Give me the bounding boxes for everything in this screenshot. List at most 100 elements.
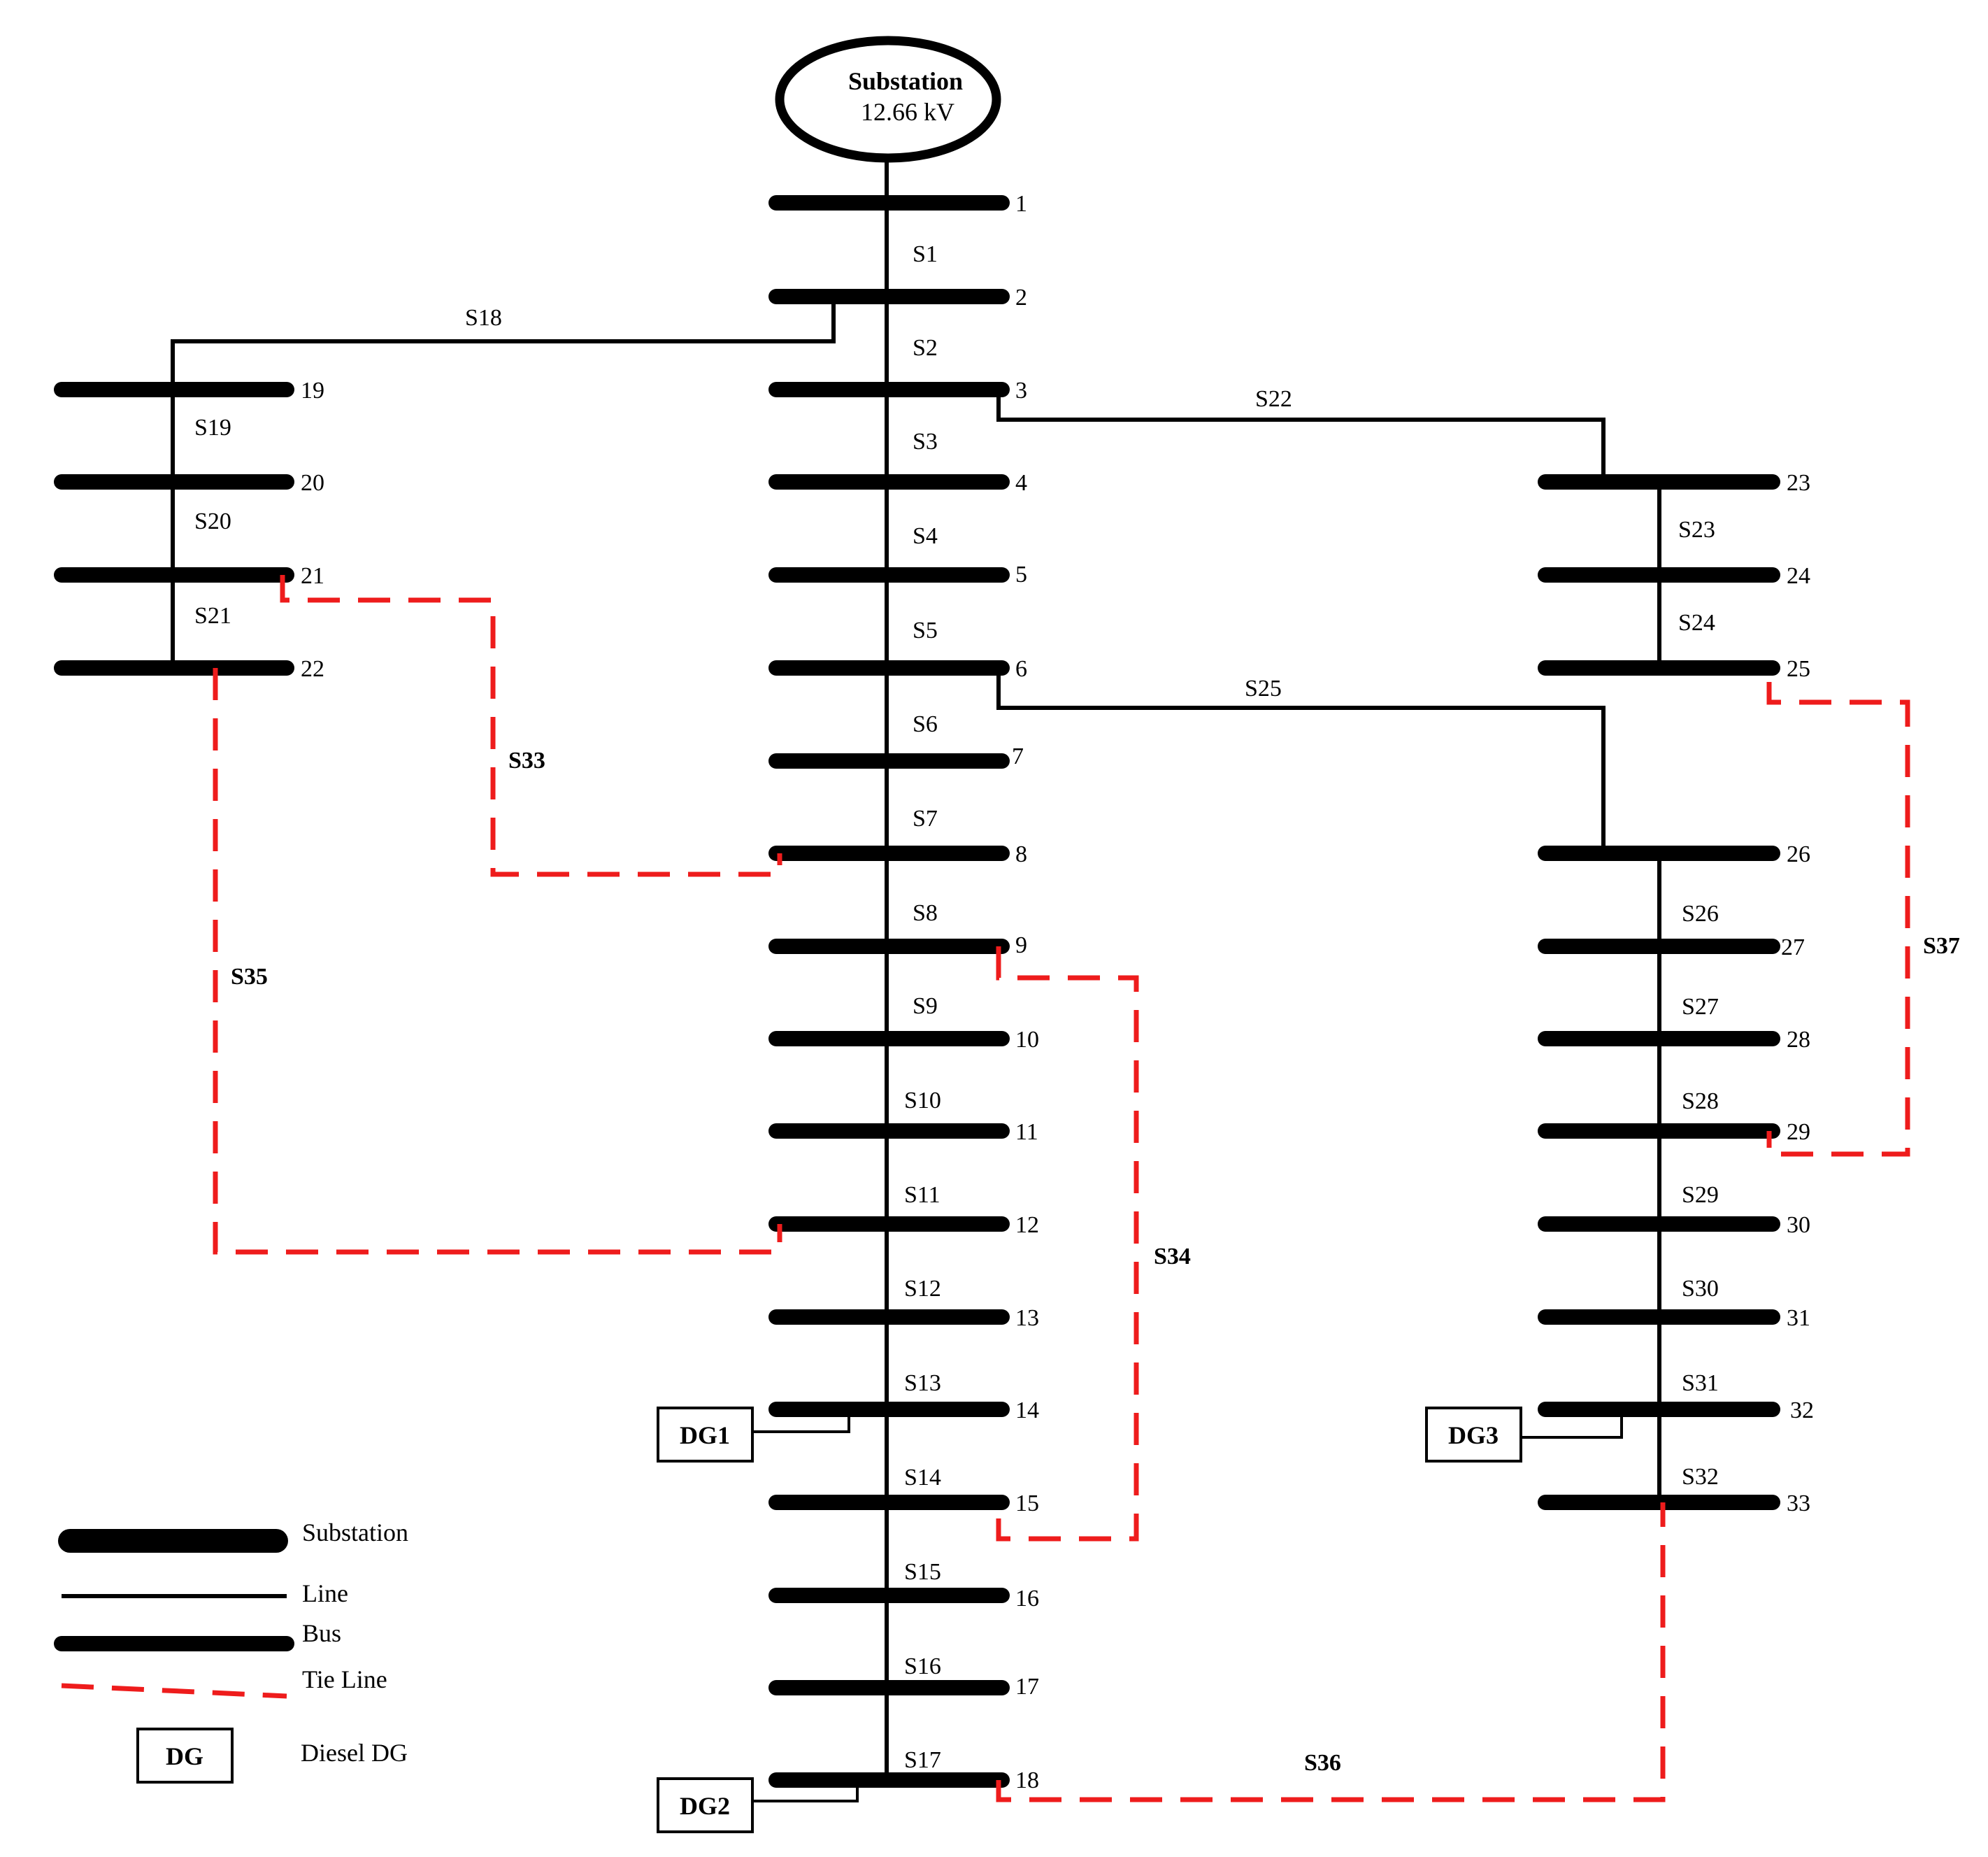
dg3-box bbox=[1425, 1407, 1522, 1463]
tie-line-s35 bbox=[213, 668, 782, 1255]
line-s18 bbox=[171, 297, 836, 388]
bus-number: 3 bbox=[1015, 378, 1027, 404]
dg1-box bbox=[657, 1407, 754, 1463]
dg2-label: DG2 bbox=[680, 1792, 730, 1820]
switch-label: S13 bbox=[904, 1370, 941, 1396]
switch-label: S31 bbox=[1682, 1370, 1719, 1396]
dg1-connection bbox=[752, 1409, 850, 1433]
switch-label: S20 bbox=[194, 508, 231, 534]
bus-number: 25 bbox=[1787, 656, 1810, 682]
bus-number: 16 bbox=[1015, 1586, 1039, 1611]
bus-number: 10 bbox=[1015, 1027, 1039, 1053]
substation-voltage: 12.66 kV bbox=[861, 98, 954, 126]
bus-numbers: 1 2 3 4 5 6 7 8 9 10 11 12 13 14 15 16 1… bbox=[301, 191, 1814, 1793]
bus-number: 26 bbox=[1787, 841, 1810, 867]
switch-label: S14 bbox=[904, 1465, 941, 1490]
switch-label: S3 bbox=[913, 429, 938, 455]
switch-label: S15 bbox=[904, 1559, 941, 1585]
bus-number: 33 bbox=[1787, 1490, 1810, 1516]
tie-switch-label: S34 bbox=[1154, 1244, 1191, 1269]
switch-label: S8 bbox=[913, 900, 938, 926]
switch-label: S19 bbox=[194, 415, 231, 441]
dg2-connection bbox=[752, 1780, 859, 1802]
dg2-box bbox=[657, 1777, 754, 1833]
legend-tie-line-label: Tie Line bbox=[302, 1665, 387, 1693]
bus-number: 5 bbox=[1015, 562, 1027, 588]
bus-number: 29 bbox=[1787, 1119, 1810, 1145]
legend: Substation Line Bus Tie Line DG Diesel D… bbox=[54, 1518, 408, 1784]
legend-dg-box bbox=[136, 1728, 234, 1784]
bus-number: 28 bbox=[1787, 1027, 1810, 1053]
bus-number: 2 bbox=[1015, 285, 1027, 311]
switch-label: S6 bbox=[913, 711, 938, 737]
tie-switch-label: S36 bbox=[1304, 1750, 1341, 1776]
legend-substation-label: Substation bbox=[302, 1518, 408, 1546]
legend-dg-box-label: DG bbox=[166, 1742, 203, 1770]
bus-bars bbox=[54, 195, 1780, 1788]
tie-switch-label: S37 bbox=[1923, 933, 1960, 959]
bus-number: 23 bbox=[1787, 470, 1810, 496]
dg3-label: DG3 bbox=[1448, 1421, 1499, 1449]
switch-label: S16 bbox=[904, 1653, 941, 1679]
switch-label: S2 bbox=[913, 335, 938, 361]
legend-bus-label: Bus bbox=[302, 1619, 341, 1647]
tie-line-s34 bbox=[996, 946, 1139, 1542]
bus-number: 14 bbox=[1015, 1397, 1039, 1423]
bus-number: 7 bbox=[1012, 743, 1024, 769]
bus-number: 9 bbox=[1015, 932, 1027, 958]
switch-label: S27 bbox=[1682, 994, 1719, 1020]
switch-label: S32 bbox=[1682, 1464, 1719, 1490]
substation-title: Substation bbox=[848, 67, 963, 95]
bus-number: 27 bbox=[1781, 934, 1805, 960]
substation-ellipse bbox=[775, 36, 1001, 163]
switch-label: S7 bbox=[913, 806, 938, 832]
tie-lines bbox=[213, 575, 1910, 1802]
bus-number: 4 bbox=[1015, 470, 1027, 496]
switch-label: S25 bbox=[1245, 676, 1282, 702]
line-s22 bbox=[996, 390, 1606, 481]
generators: DG1 DG2 DG3 bbox=[657, 1407, 1623, 1833]
bus-number: 22 bbox=[301, 656, 324, 682]
switch-label: S10 bbox=[904, 1088, 941, 1114]
bus-number: 1 bbox=[1015, 191, 1027, 217]
bus-number: 18 bbox=[1015, 1767, 1039, 1793]
bus-number: 19 bbox=[301, 378, 324, 404]
dg3-connection bbox=[1521, 1409, 1623, 1439]
tie-line-s33 bbox=[280, 575, 782, 877]
switch-label: S23 bbox=[1678, 517, 1715, 543]
switch-label: S28 bbox=[1682, 1088, 1719, 1114]
switch-label: S12 bbox=[904, 1276, 941, 1302]
bus-number: 11 bbox=[1015, 1119, 1038, 1145]
legend-dg-label: Diesel DG bbox=[301, 1739, 408, 1767]
legend-line-label: Line bbox=[302, 1579, 348, 1607]
bus-number: 30 bbox=[1787, 1212, 1810, 1238]
bus-number: 12 bbox=[1015, 1212, 1039, 1238]
bus-number: 31 bbox=[1787, 1305, 1810, 1331]
bus-number: 13 bbox=[1015, 1305, 1039, 1331]
switch-label: S4 bbox=[913, 523, 938, 549]
switch-label: S29 bbox=[1682, 1182, 1719, 1208]
switch-label: S30 bbox=[1682, 1276, 1719, 1302]
tie-switch-label: S33 bbox=[508, 748, 545, 774]
bus-number: 15 bbox=[1015, 1490, 1039, 1516]
tie-switch-label: S35 bbox=[231, 964, 268, 990]
switch-label: S11 bbox=[904, 1182, 941, 1208]
tie-switch-labels: S33 S34 S35 S36 S37 bbox=[231, 748, 1960, 1776]
line-s25 bbox=[996, 668, 1606, 853]
tie-line-s37 bbox=[1766, 682, 1910, 1157]
bus-number: 24 bbox=[1787, 563, 1810, 589]
switch-labels: S1 S2 S3 S4 S5 S6 S7 S8 S9 S10 S11 S12 S… bbox=[194, 241, 1719, 1773]
switch-label: S5 bbox=[913, 618, 938, 643]
tie-line-s36 bbox=[996, 1502, 1666, 1802]
switch-label: S9 bbox=[913, 993, 938, 1019]
bus-number: 17 bbox=[1015, 1674, 1039, 1700]
switch-label: S21 bbox=[194, 603, 231, 629]
bus-number: 6 bbox=[1015, 656, 1027, 682]
switch-label: S18 bbox=[465, 305, 502, 331]
bus-number: 21 bbox=[301, 563, 324, 589]
switch-label: S24 bbox=[1678, 610, 1715, 636]
switch-label: S22 bbox=[1255, 386, 1292, 412]
legend-tie-line-symbol bbox=[61, 1683, 287, 1699]
switch-label: S17 bbox=[904, 1747, 941, 1773]
